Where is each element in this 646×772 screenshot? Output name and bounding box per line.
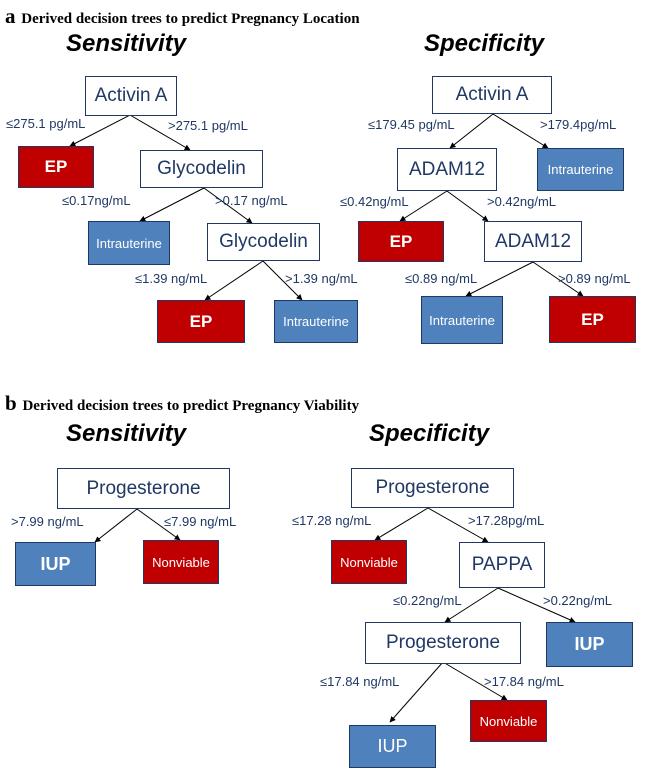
label-b-spec-e1: ≤17.28 ng/mL (292, 513, 372, 528)
label-b-spec-e5: ≤17.84 ng/mL (320, 674, 400, 689)
edge-b-sens-1 (94, 508, 138, 543)
edge-b-spec-2 (427, 507, 489, 543)
edge-b-sens-2 (136, 508, 181, 541)
section-b-title-text: Derived decision trees to predict Pregna… (22, 398, 360, 414)
node-b-spec-nonviable-1: Nonviable (331, 540, 407, 584)
edge-a-sens-6 (262, 260, 303, 301)
label-a-sens-e5: ≤1.39 ng/mL (135, 271, 208, 286)
section-a-title-text: Derived decision trees to predict Pregna… (21, 11, 360, 27)
node-a-spec-ep-2: EP (549, 296, 636, 343)
node-a-spec-activin: Activin A (432, 76, 552, 114)
node-a-sens-glycodelin-1: Glycodelin (140, 150, 263, 188)
label-a-sens-e3: ≤0.17ng/mL (62, 193, 131, 208)
tree-a-specificity-title: Specificity (424, 30, 545, 57)
node-b-spec-nonviable-2: Nonviable (470, 700, 547, 742)
section-a-title: a Derived decision trees to predict Preg… (5, 4, 360, 29)
edge-b-spec-3 (444, 587, 499, 623)
node-a-sens-intrauterine-1: Intrauterine (88, 221, 170, 265)
section-a-letter: a (5, 4, 16, 28)
edge-a-spec-3 (399, 190, 448, 222)
label-a-spec-e6: >0.89 ng/mL (558, 271, 631, 286)
label-b-spec-e2: >17.28pg/mL (468, 513, 545, 528)
label-b-sens-e1: >7.99 ng/mL (11, 514, 84, 529)
edge-b-spec-5 (389, 661, 444, 723)
node-b-spec-progesterone-2: Progesterone (365, 622, 521, 664)
edge-b-spec-6 (442, 661, 508, 701)
label-a-sens-e6: >1.39 ng/mL (285, 271, 358, 286)
label-a-sens-e1: ≤275.1 pg/mL (6, 116, 86, 131)
edge-b-spec-4 (497, 587, 576, 623)
label-a-sens-e2: >275.1 pg/mL (168, 118, 248, 133)
label-b-spec-e4: >0.22ng/mL (543, 593, 613, 608)
label-a-spec-e4: >0.42ng/mL (487, 194, 557, 209)
tree-a-sensitivity-title: Sensitivity (66, 30, 187, 57)
edge-a-sens-2 (129, 114, 191, 151)
node-a-spec-ep-1: EP (358, 221, 444, 262)
label-a-spec-e1: ≤179.45 pg/mL (368, 117, 455, 132)
edge-a-spec-4 (446, 190, 489, 222)
edge-a-sens-5 (204, 260, 264, 301)
node-a-sens-glycodelin-2: Glycodelin (207, 223, 320, 261)
edge-b-spec-1 (374, 507, 429, 541)
tree-b-specificity-title: Specificity (369, 420, 490, 447)
edge-a-spec-1 (449, 113, 494, 149)
tree-b-sensitivity-title: Sensitivity (66, 420, 187, 447)
node-b-spec-iup-1: IUP (546, 622, 633, 667)
node-a-spec-intrauterine-2: Intrauterine (421, 296, 503, 344)
label-a-spec-e5: ≤0.89 ng/mL (405, 271, 478, 286)
label-b-spec-e6: >17.84 ng/mL (484, 674, 564, 689)
label-b-sens-e2: ≤7.99 ng/mL (164, 514, 237, 529)
section-b-title: b Derived decision trees to predict Preg… (5, 391, 359, 416)
edge-a-spec-5 (465, 261, 534, 297)
node-b-spec-progesterone-1: Progesterone (351, 468, 514, 508)
node-b-spec-iup-2: IUP (349, 725, 436, 768)
edge-a-sens-4 (203, 187, 253, 224)
edge-a-sens-1 (69, 114, 131, 147)
edge-a-spec-6 (532, 261, 584, 297)
node-b-sens-iup: IUP (15, 542, 96, 586)
edge-a-sens-3 (139, 187, 205, 222)
section-b-letter: b (5, 391, 17, 415)
node-a-sens-ep-1: EP (18, 146, 94, 188)
label-a-sens-e4: >0.17 ng/mL (215, 193, 288, 208)
node-b-sens-nonviable: Nonviable (143, 540, 219, 584)
label-a-spec-e3: ≤0.42ng/mL (340, 194, 409, 209)
node-b-sens-progesterone: Progesterone (57, 468, 230, 509)
node-a-sens-intrauterine-2: Intrauterine (274, 300, 358, 343)
node-a-sens-activin: Activin A (85, 76, 177, 116)
edge-a-spec-2 (492, 113, 549, 149)
node-a-spec-adam12-2: ADAM12 (484, 221, 582, 262)
node-a-spec-adam12-1: ADAM12 (397, 148, 497, 191)
node-b-spec-pappa: PAPPA (459, 542, 545, 588)
label-b-spec-e3: ≤0.22ng/mL (393, 593, 462, 608)
label-a-spec-e2: >179.4pg/mL (540, 117, 617, 132)
node-a-spec-intrauterine-1: Intrauterine (537, 148, 624, 191)
node-a-sens-ep-2: EP (157, 300, 245, 343)
